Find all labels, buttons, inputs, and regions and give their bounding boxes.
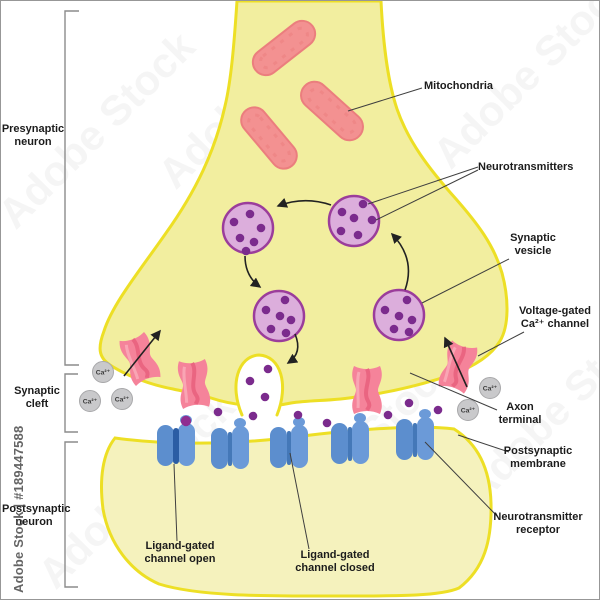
calcium-ion: Ca²⁺ [457, 399, 479, 421]
presynaptic-bracket [64, 10, 79, 366]
svg-text:Ca²⁺: Ca²⁺ [96, 369, 111, 376]
neurotransmitter-receptor-open [157, 415, 195, 466]
label-mitochondria: Mitochondria [424, 80, 494, 92]
svg-text:Ca²⁺: Ca²⁺ [483, 385, 498, 392]
label-leader-lines [173, 87, 525, 550]
mitochondrion [251, 19, 317, 77]
svg-text:Ca²⁺: Ca²⁺ [115, 396, 130, 403]
synaptic-vesicle [372, 288, 426, 342]
label-synaptic-vesicle: Synaptic vesicle [510, 232, 556, 257]
synaptic-vesicle [221, 201, 275, 256]
mitochondrion [240, 106, 298, 170]
label-postsynaptic-membrane: Postsynaptic membrane [503, 445, 573, 470]
voltage-gated-calcium-channel [352, 366, 382, 414]
stock-credit-watermark: Adobe Stock | #189447588 [11, 425, 26, 593]
label-voltage-gated-ca-channel: Voltage-gated Ca²⁺ channel [519, 305, 591, 330]
label-postsynaptic-neuron: Postsynaptic neuron [2, 503, 71, 528]
presynaptic-neuron-cell [98, 1, 509, 408]
postsynaptic-bracket [64, 441, 78, 588]
calcium-ion: Ca²⁺ [92, 361, 114, 383]
neurotransmitter-receptor-closed [396, 409, 434, 460]
postsynaptic-neuron-cell [100, 425, 493, 598]
neurotransmitter-receptor-closed [270, 417, 308, 468]
svg-text:Ca²⁺: Ca²⁺ [461, 407, 476, 414]
exocytosis-release-pouch [234, 353, 285, 417]
neurotransmitter-dots [213, 364, 443, 428]
vesicle-cycle-arrows [244, 197, 410, 364]
synaptic-vesicle [327, 194, 381, 248]
label-axon-terminal: Axon terminal [498, 401, 542, 426]
synaptic-vesicle [252, 289, 306, 343]
region-brackets [64, 10, 79, 588]
svg-text:Ca²⁺: Ca²⁺ [83, 398, 98, 405]
neurotransmitter-receptor-closed [211, 418, 249, 469]
voltage-gated-calcium-channel [119, 332, 161, 386]
calcium-ion: Ca²⁺ [79, 390, 101, 412]
label-ligand-gated-channel-open: Ligand-gated channel open [144, 540, 216, 565]
label-neurotransmitters: Neurotransmitters [478, 161, 574, 173]
label-neurotransmitter-receptor: Neurotransmitter receptor [493, 511, 583, 536]
bound-neurotransmitter-dot [180, 415, 192, 427]
label-presynaptic-neuron: Presynaptic neuron [1, 123, 65, 148]
mitochondrion [300, 80, 364, 142]
calcium-ion: Ca²⁺ [479, 377, 501, 399]
neurotransmitter-receptor-closed [331, 413, 369, 464]
calcium-ion: Ca²⁺ [111, 388, 133, 410]
calcium-influx-arrows [123, 329, 468, 388]
synaptic-cleft-bracket [64, 373, 78, 433]
voltage-gated-calcium-channel [177, 358, 211, 410]
label-synaptic-cleft: Synaptic cleft [14, 385, 60, 410]
label-ligand-gated-channel-closed: Ligand-gated channel closed [295, 549, 375, 574]
